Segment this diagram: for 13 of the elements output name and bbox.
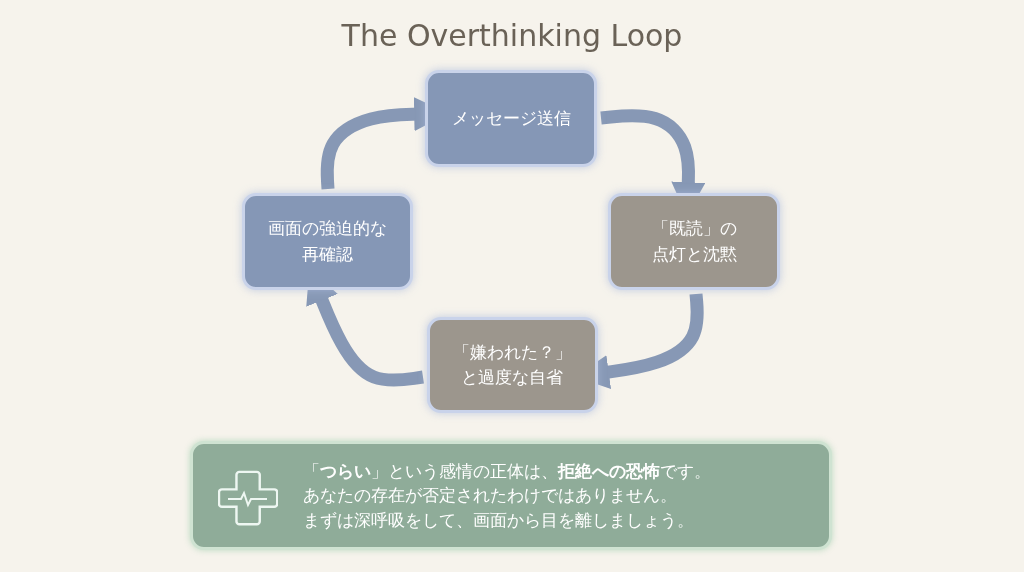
step-box — [425, 70, 597, 167]
step-label: メッセージ送信 — [451, 106, 571, 130]
diagram-title: The Overthinking Loop — [341, 18, 683, 53]
step-label: 画面の強迫的な再確認 — [267, 217, 388, 266]
step-box — [242, 193, 413, 290]
message-sentence: 「つらい」という感情の正体は、拒絶への恐怖です。 — [303, 459, 711, 483]
message-sentence: あなたの存在が否定されたわけではありません。 — [303, 484, 677, 508]
message-sentence: まずは深呼吸をして、画面から目を離しましょう。 — [303, 508, 694, 532]
step-label: 「既読」の点灯と沈黙 — [650, 217, 738, 266]
step-label: 「嫌われた？」と過度な自省 — [452, 340, 573, 389]
message-panel — [190, 441, 832, 550]
step-box — [608, 193, 780, 290]
step-box — [427, 317, 598, 413]
